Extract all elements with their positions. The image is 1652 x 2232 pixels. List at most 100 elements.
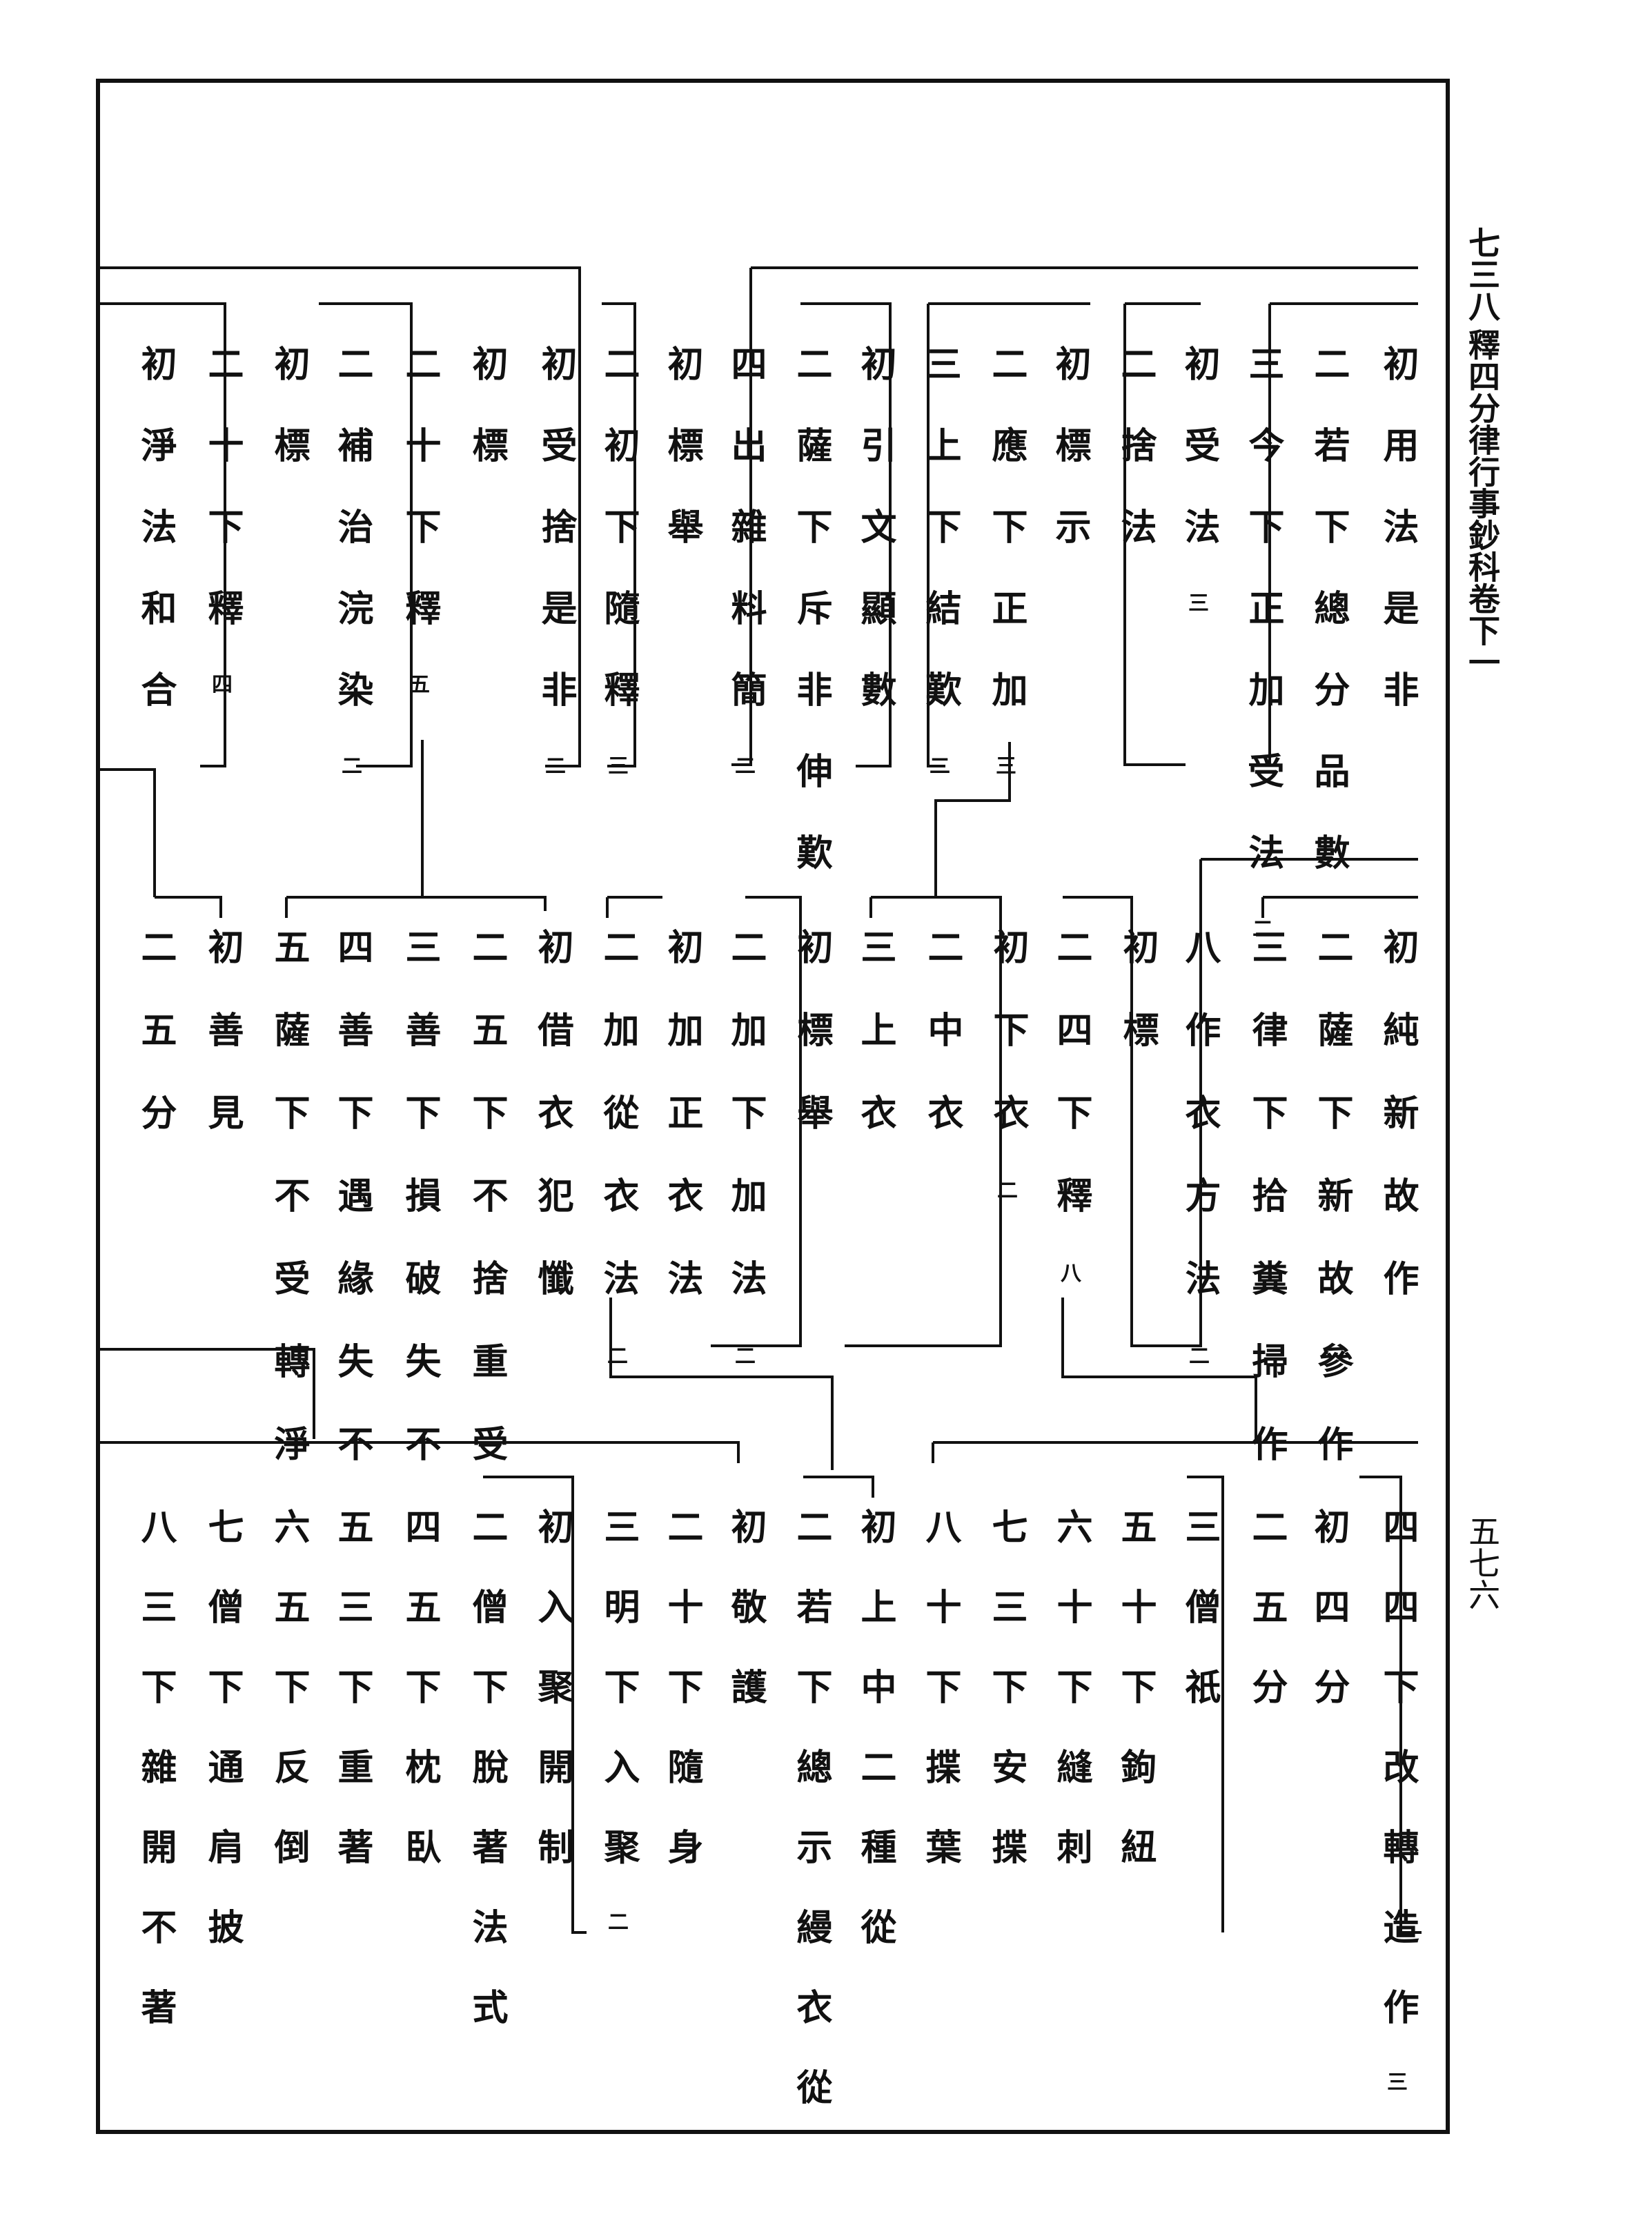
outline-entry: 初標示 — [1042, 345, 1097, 589]
bracket-line — [1123, 304, 1186, 766]
outline-entry: 初敬護 — [718, 1508, 773, 1748]
outline-entry: 四善下遇緣失不 — [324, 928, 380, 1508]
bracket-line — [97, 1441, 740, 1463]
entry-text: 八十下揲葉 — [919, 1508, 961, 1908]
outline-entry: 二薩下斥非伸歎 — [783, 345, 838, 915]
outline-entry: 四四下改轉造作三 — [1370, 1508, 1425, 2093]
entry-text: 三僧祇 — [1179, 1508, 1221, 1748]
bracket-line — [602, 302, 636, 767]
bracket-line — [319, 302, 413, 767]
entry-text: 初純新故作 — [1377, 928, 1419, 1342]
outline-entry: 初加正衣法 — [654, 928, 709, 1342]
entry-text: 三律下拾糞掃作 — [1246, 928, 1288, 1508]
entry-count-note: 三 — [996, 754, 1016, 779]
entry-text: 二初下隨釋 — [598, 345, 640, 752]
entry-text: 初敬護 — [725, 1508, 767, 1748]
entry-text: 二應下正加 — [985, 345, 1027, 752]
outline-entry: 二四下釋八 — [1043, 928, 1099, 1284]
entry-text: 初標 — [466, 345, 508, 508]
entry-text: 二五分 — [1246, 1508, 1288, 1748]
entry-text: 初借衣犯懺 — [531, 928, 573, 1342]
bracket-line — [927, 304, 945, 767]
entry-text: 二中衣 — [921, 928, 963, 1177]
entry-text: 初上中二種從 — [854, 1508, 896, 1988]
entry-text: 二加下加法 — [725, 928, 767, 1342]
entry-text: 二補治浣染 — [331, 345, 373, 752]
outline-entry: 二加下加法二 — [718, 928, 773, 1367]
entry-count-note: 五 — [409, 673, 430, 697]
outline-entry: 三律下拾糞掃作 — [1239, 928, 1294, 1508]
entry-text: 三上衣 — [854, 928, 896, 1177]
entry-count-note: 二 — [608, 1910, 629, 1935]
entry-text: 二十下隨身 — [661, 1508, 703, 1908]
outline-entry: 二補治浣染二 — [324, 345, 380, 777]
bracket-line — [97, 1348, 315, 1439]
entry-text: 五薩下不受轉淨 — [268, 928, 310, 1508]
outline-entry: 八十下揲葉 — [912, 1508, 967, 1908]
bracket-line — [1166, 859, 1202, 1347]
entry-text: 二五下不捨重受 — [466, 928, 508, 1508]
entry-text: 初標示 — [1049, 345, 1091, 589]
outline-entry: 八作衣方法二 — [1172, 928, 1227, 1367]
outline-entry: 初入聚開制 — [524, 1508, 580, 1908]
outline-entry: 初借衣犯懺 — [524, 928, 580, 1342]
entry-text: 初受法 — [1178, 345, 1220, 589]
entry-count-note: 二 — [997, 1179, 1018, 1203]
margin-header: 七三八 釋四分律行事鈔科卷下一 — [1462, 226, 1503, 678]
outline-entry: 二初下隨釋三 — [591, 345, 646, 777]
outline-entry: 初用法是非 — [1370, 345, 1425, 752]
entry-text: 五十下鉤紐 — [1114, 1508, 1157, 1908]
outline-entry: 二僧下脫著法式 — [459, 1508, 514, 2068]
entry-text: 初加正衣法 — [661, 928, 703, 1342]
entry-text: 三上下結歎 — [919, 345, 961, 752]
outline-entry: 初善見 — [195, 928, 250, 1177]
entry-text: 八作衣方法 — [1179, 928, 1221, 1342]
outline-entry: 初純新故作 — [1370, 928, 1425, 1342]
entry-text: 六十下縫刺 — [1050, 1508, 1092, 1908]
entry-text: 初淨法和合 — [135, 345, 177, 752]
outline-entry: 二五分 — [128, 928, 183, 1177]
outline-entry: 四出雜料簡二 — [718, 345, 773, 777]
bracket-line — [711, 896, 802, 1347]
outline-entry: 三今下正加受法二 — [1235, 345, 1290, 940]
entry-text: 二若下總示縵衣從 — [790, 1508, 832, 2148]
outline-entry: 初標舉 — [784, 928, 839, 1177]
outline-entry: 七三下安揲 — [979, 1508, 1034, 1908]
entry-text: 四出雜料簡 — [725, 345, 767, 752]
entry-text: 三明下入聚 — [598, 1508, 640, 1908]
outline-entry: 初四分 — [1301, 1508, 1356, 1748]
outline-entry: 八三下雜開不著 — [128, 1508, 183, 2068]
bracket-line — [934, 742, 1011, 897]
entry-count-note: 二 — [1189, 1344, 1210, 1369]
outline-entry: 五十下鉤紐 — [1108, 1508, 1163, 1908]
entry-count-note: 二 — [607, 1344, 628, 1369]
outline-entry: 二加從衣法二 — [590, 928, 645, 1367]
outline-entry: 七僧下通肩披 — [195, 1508, 250, 1988]
entry-text: 四四下改轉造作 — [1377, 1508, 1419, 2068]
entry-count-note: 八 — [1061, 1262, 1081, 1286]
outline-entry: 初標 — [459, 345, 514, 508]
entry-text: 初入聚開制 — [531, 1508, 573, 1908]
bracket-line — [286, 896, 547, 911]
page-frame — [96, 79, 1450, 2134]
outline-entry: 初標舉 — [654, 345, 709, 589]
entry-count-note: 四 — [212, 673, 233, 697]
entry-text: 二十下釋 — [399, 345, 441, 671]
bracket-line — [1061, 1298, 1257, 1439]
outline-entry: 初受法三 — [1171, 345, 1226, 614]
outline-entry: 二若下總分品數 — [1301, 345, 1356, 915]
outline-entry: 三明下入聚二 — [591, 1508, 646, 1933]
outline-entry: 二薩下新故參作 — [1304, 928, 1359, 1508]
outline-entry: 五薩下不受轉淨 — [261, 928, 316, 1508]
entry-text: 八三下雜開不著 — [135, 1508, 177, 2068]
outline-entry: 二應下正加三 — [979, 345, 1034, 777]
entry-count-note: 二 — [735, 1344, 756, 1369]
outline-entry: 三上衣 — [847, 928, 903, 1177]
entry-text: 四善下遇緣失不 — [331, 928, 373, 1508]
outline-entry: 五三下重著 — [324, 1508, 380, 1908]
entry-text: 初標 — [1117, 928, 1159, 1094]
entry-text: 三善下損破失不 — [399, 928, 441, 1508]
outline-entry: 四五下枕臥 — [392, 1508, 447, 1908]
entry-count-note: 二 — [735, 754, 756, 779]
